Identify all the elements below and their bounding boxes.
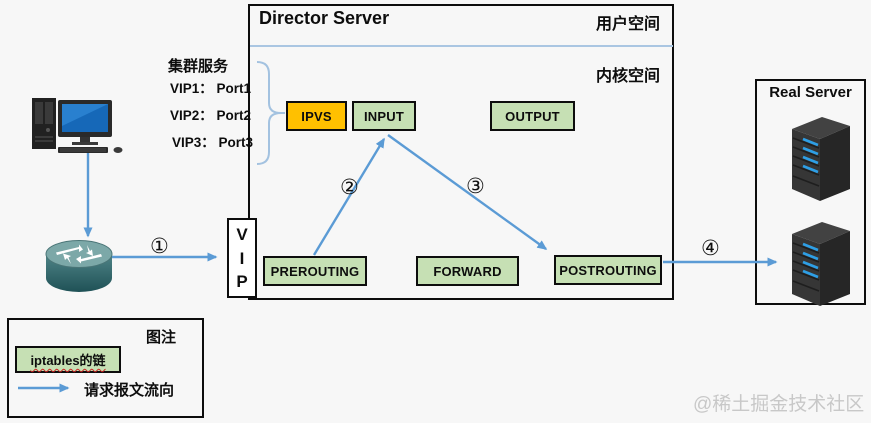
cluster-vip3-entry: VIP3： Port3 <box>172 135 254 150</box>
postrouting-chain-box: POSTROUTING <box>554 255 662 285</box>
legend-iptables-chain-label: iptables的链 <box>30 353 106 368</box>
step-3-label: ③ <box>466 174 485 198</box>
vip-letter-v: V <box>236 225 248 245</box>
legend-flow-label: 请求报文流向 <box>84 382 175 399</box>
cluster-vip2-entry: VIP2： Port2 <box>170 108 252 123</box>
router-icon <box>45 240 113 292</box>
step-2-label: ② <box>340 175 359 199</box>
prerouting-chain-box: PREROUTING <box>263 256 367 286</box>
ipvs-box: IPVS <box>286 101 347 131</box>
step-1-label: ① <box>150 234 169 258</box>
server-tower-icon <box>792 117 850 201</box>
forward-chain-box: FORWARD <box>416 256 519 286</box>
output-chain-box: OUTPUT <box>490 101 575 131</box>
real-server-box <box>755 79 866 305</box>
director-server-box <box>248 4 674 300</box>
cluster-vip1-entry: VIP1： Port1 <box>170 81 252 96</box>
kernel-space-label: 内核空间 <box>596 68 661 85</box>
real-server-title: Real Server <box>769 84 852 101</box>
vip-letter-p: P <box>236 271 248 291</box>
vip-box: V I P <box>227 218 257 298</box>
vip-letter-i: I <box>239 248 245 268</box>
legend-title: 图注 <box>146 329 177 346</box>
watermark-text: @稀土掘金技术社区 <box>693 394 865 415</box>
server-tower-icon <box>792 222 850 306</box>
desktop-computer-icon <box>32 98 123 153</box>
legend-iptables-chain-box: iptables的链 <box>15 346 121 373</box>
input-chain-box: INPUT <box>352 101 416 131</box>
step-4-label: ④ <box>701 236 720 260</box>
director-server-title: Director Server <box>259 8 390 28</box>
legend-box <box>7 318 204 418</box>
user-space-label: 用户空间 <box>596 16 661 33</box>
cluster-service-title: 集群服务 <box>168 58 229 75</box>
